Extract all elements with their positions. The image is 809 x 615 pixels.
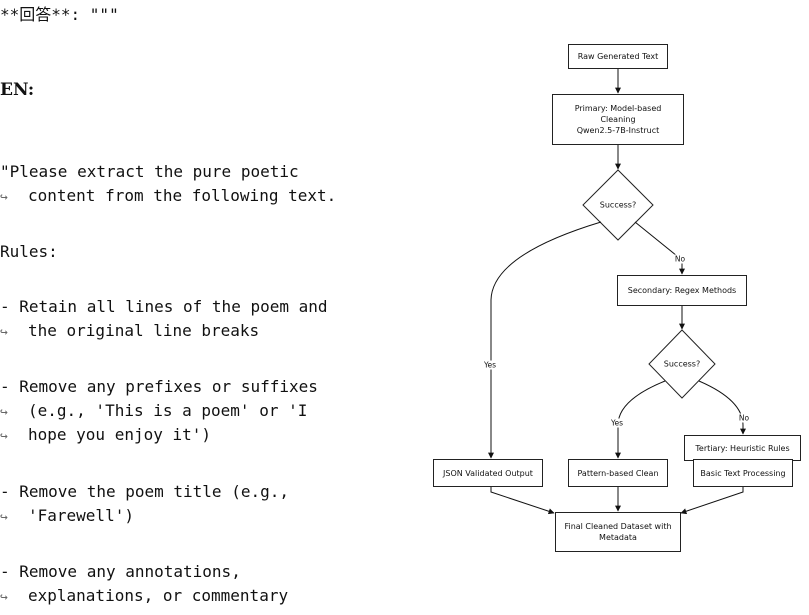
edge-label-yes-1: Yes: [482, 360, 498, 370]
node-raw-generated-text: Raw Generated Text: [568, 44, 668, 69]
final-line-2: Metadata: [599, 533, 637, 542]
continuation-arrow-icon: ↪: [0, 429, 8, 444]
node-json-validated-output: JSON Validated Output: [433, 459, 543, 487]
edge-decision2-no: [698, 380, 746, 435]
edge-label-no-2: No: [737, 413, 751, 423]
primary-line-2: Cleaning: [600, 115, 636, 124]
continuation-arrow-icon: ↪: [0, 590, 8, 605]
primary-line-1: Primary: Model-based: [574, 104, 662, 113]
node-final-cleaned-dataset: Final Cleaned Dataset with Metadata: [555, 512, 681, 552]
final-line-1: Final Cleaned Dataset with: [564, 522, 672, 531]
rule-4-line-2: ↪ explanations, or commentary: [0, 584, 288, 609]
intro-line-2-text: content from the following text.: [28, 186, 337, 205]
rule-1-line-1: - Retain all lines of the poem and: [0, 297, 328, 316]
rules-label: Rules:: [0, 242, 58, 261]
decision-2-label: Success?: [663, 359, 701, 369]
continuation-arrow-icon: ↪: [0, 510, 8, 525]
rule-2-line-3: ↪ hope you enjoy it'): [0, 423, 211, 448]
rule-1-line-2-text: the original line breaks: [28, 321, 260, 340]
node-secondary-regex: Secondary: Regex Methods: [617, 275, 747, 306]
edge-json-to-final: [490, 487, 555, 515]
decision-2-diamond: [648, 329, 716, 399]
cleaning-flowchart: Raw Generated Text Primary: Model-based …: [428, 0, 809, 615]
rule-4-line-2-text: explanations, or commentary: [28, 586, 289, 605]
rule-3-line-2: ↪ 'Farewell'): [0, 504, 134, 529]
continuation-arrow-icon: ↪: [0, 405, 8, 420]
edge-basic-to-final: [680, 487, 744, 515]
prompt-text-column: **回答**: """ EN: "Please extract the pure…: [0, 5, 336, 609]
rule-2-line-3-text: hope you enjoy it'): [28, 425, 212, 444]
decision-1-label: Success?: [599, 200, 637, 210]
edge-decision1-no: [634, 221, 685, 275]
answer-label: **回答**: """: [0, 5, 119, 24]
continuation-arrow-icon: ↪: [0, 325, 8, 340]
node-primary-cleaning: Primary: Model-based Cleaning Qwen2.5-7B…: [552, 94, 684, 145]
primary-line-3: Qwen2.5-7B-Instruct: [576, 126, 660, 135]
edge-decision1-yes: [488, 221, 602, 459]
edge-label-no-1: No: [673, 254, 687, 264]
rule-2-line-2-text: (e.g., 'This is a poem' or 'I: [28, 401, 308, 420]
continuation-arrow-icon: ↪: [0, 190, 8, 205]
rule-2-line-1: - Remove any prefixes or suffixes: [0, 377, 318, 396]
edge-label-yes-2: Yes: [609, 418, 625, 428]
en-label: EN:: [0, 80, 35, 100]
node-pattern-based-clean: Pattern-based Clean: [568, 459, 668, 487]
rule-2-line-2: ↪ (e.g., 'This is a poem' or 'I: [0, 399, 307, 424]
node-basic-text-processing: Basic Text Processing: [693, 459, 793, 487]
rule-1-line-2: ↪ the original line breaks: [0, 319, 259, 344]
intro-line-2: ↪ content from the following text.: [0, 184, 336, 209]
rule-3-line-1: - Remove the poem title (e.g.,: [0, 482, 289, 501]
intro-line-1: "Please extract the pure poetic: [0, 162, 299, 181]
rule-4-line-1: - Remove any annotations,: [0, 562, 241, 581]
rule-3-line-2-text: 'Farewell'): [28, 506, 134, 525]
node-tertiary-heuristic: Tertiary: Heuristic Rules: [684, 435, 801, 461]
edge-decision2-yes: [615, 380, 666, 459]
